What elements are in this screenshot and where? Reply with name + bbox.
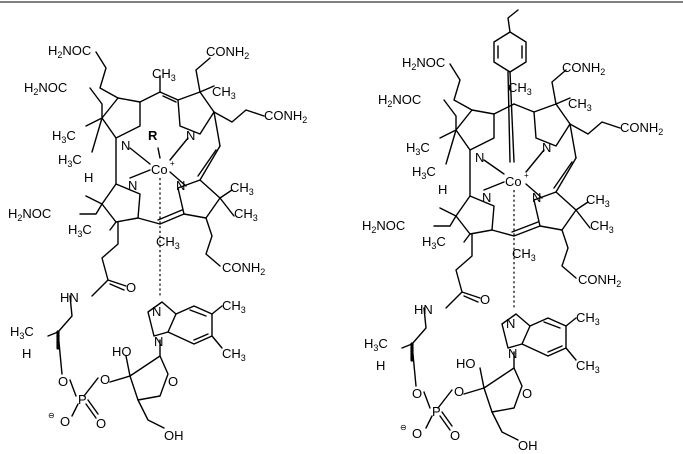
right-methyl-4: H3C — [412, 164, 436, 181]
right-n1: N — [475, 150, 484, 165]
right-methyl-5: CH3 — [586, 192, 610, 209]
right-methyl-7: H3C — [422, 234, 446, 251]
left-methyl-7: H3C — [68, 222, 92, 239]
right-o3: O — [450, 428, 460, 443]
left-conh2-2: CONH2 — [264, 108, 307, 125]
left-methyl-5: CH3 — [230, 180, 254, 197]
left-o2: O — [100, 372, 110, 387]
right-n3: N — [482, 190, 491, 205]
right-methyl-2: CH3 — [568, 96, 592, 113]
left-conh2-1: CONH2 — [206, 44, 249, 61]
right-methyl-3: H3C — [406, 140, 430, 157]
left-o1: O — [58, 374, 68, 389]
right-n4: N — [532, 190, 541, 205]
left-methyl-6: CH3 — [234, 206, 258, 223]
left-bz-n2: N — [154, 334, 163, 349]
left-h2noc-2: H2NOC — [24, 80, 67, 97]
left-methyl-3: H3C — [52, 128, 76, 145]
left-h2noc-3: H2NOC — [8, 206, 51, 223]
right-o1: O — [412, 386, 422, 401]
left-h2noc-1: H2NOC — [48, 43, 91, 60]
left-n1: N — [121, 138, 130, 153]
right-side-chains — [401, 63, 621, 441]
left-methyl-2: CH3 — [212, 84, 236, 101]
right-corrin-ring — [455, 103, 577, 310]
left-conh2-3: CONH2 — [222, 260, 265, 277]
left-h3c-chain: H3C — [10, 324, 34, 341]
left-h-chain: H — [22, 346, 31, 361]
right-conh2-3: CONH2 — [578, 272, 621, 289]
right-o-amide: O — [480, 292, 490, 307]
right-methyl-6: CH3 — [590, 218, 614, 235]
right-cobalt: Co — [505, 174, 522, 189]
right-o2: O — [454, 384, 464, 399]
right-ethylphenyl-ligand — [493, 9, 527, 163]
right-bz-ch3-1: CH3 — [576, 310, 600, 327]
right-bz-ch3-2: CH3 — [576, 358, 600, 375]
right-n2: N — [542, 140, 551, 155]
right-bz-n1: N — [506, 316, 515, 331]
right-h2noc-2: H2NOC — [378, 92, 421, 109]
right-p: P — [432, 404, 441, 419]
left-molecule: H2NOC CONH2 H2NOC CH3 CH3 CONH2 H3C H3C … — [8, 43, 307, 443]
left-o-ring: O — [168, 374, 178, 389]
left-o3: O — [96, 416, 106, 431]
left-minus: ⊖ — [48, 411, 55, 420]
left-ligand-r: R — [148, 128, 158, 143]
right-oh: OH — [518, 438, 538, 453]
left-hn: HN — [60, 290, 79, 305]
left-bz-ch3-1: CH3 — [222, 298, 246, 315]
right-h-chain: H — [376, 358, 385, 373]
right-h2noc-1: H2NOC — [402, 55, 445, 72]
left-cobalt-charge: + — [170, 159, 175, 168]
right-hn: HN — [414, 302, 433, 317]
left-side-chains — [47, 51, 265, 429]
right-methyl-8: CH3 — [512, 246, 536, 263]
right-cobalt-charge: + — [524, 171, 529, 180]
right-h2noc-3: H2NOC — [362, 218, 405, 235]
right-conh2-1: CONH2 — [562, 60, 605, 77]
left-methyl-8: CH3 — [156, 234, 180, 251]
left-corrin-ring — [101, 91, 221, 298]
left-n3: N — [128, 178, 137, 193]
left-h: H — [84, 170, 93, 185]
right-minus: ⊖ — [400, 423, 407, 432]
left-p: P — [78, 392, 87, 407]
left-methyl-4: H3C — [58, 152, 82, 169]
left-cobalt: Co — [151, 162, 168, 177]
right-atom-labels: H2NOC CONH2 H2NOC CH3 CH3 CONH2 H3C H3C … — [362, 55, 663, 453]
right-h: H — [438, 182, 447, 197]
left-methyl-top: CH3 — [152, 66, 176, 83]
right-molecule: H2NOC CONH2 H2NOC CH3 CH3 CONH2 H3C H3C … — [362, 9, 663, 453]
left-bz-n1: N — [152, 304, 161, 319]
right-bz-n2: N — [508, 346, 517, 361]
right-h3c-chain: H3C — [364, 336, 388, 353]
left-atom-labels: H2NOC CONH2 H2NOC CH3 CH3 CONH2 H3C H3C … — [8, 43, 307, 443]
left-o-amide: O — [126, 280, 136, 295]
left-n4: N — [176, 178, 185, 193]
left-bz-ch3-2: CH3 — [222, 346, 246, 363]
right-ho: HO — [456, 356, 476, 371]
right-o-ring: O — [522, 386, 532, 401]
right-conh2-2: CONH2 — [620, 120, 663, 137]
left-oh: OH — [164, 428, 184, 443]
left-ho: HO — [112, 344, 132, 359]
right-o-minus: O — [412, 426, 422, 441]
left-o-minus: O — [60, 414, 70, 429]
left-n2: N — [186, 128, 195, 143]
right-methyl-top: CH3 — [508, 80, 532, 97]
